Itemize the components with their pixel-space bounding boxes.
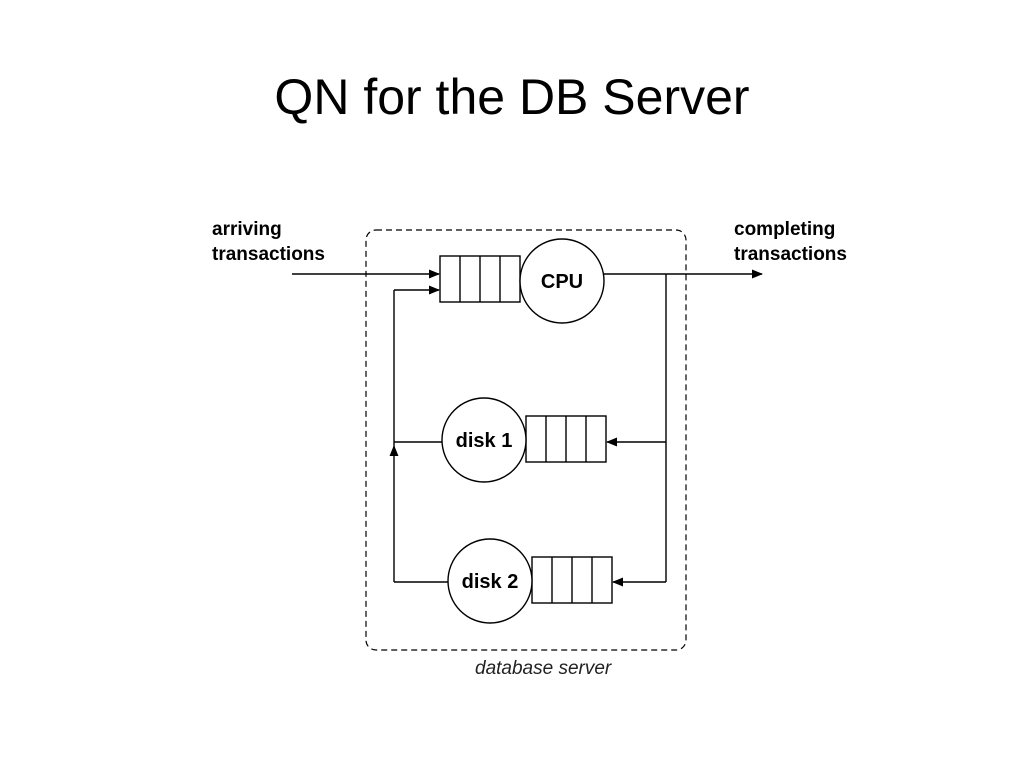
cpu-server <box>519 238 605 324</box>
input-label-line1: arriving <box>212 219 282 240</box>
cpu-label: CPU <box>541 271 583 293</box>
output-label-line1: completing <box>734 219 835 240</box>
disk1-queue <box>525 415 607 463</box>
input-label-line2: transactions <box>212 244 325 265</box>
cpu-queue <box>439 255 521 303</box>
disk2-queue <box>531 556 613 604</box>
database-server-boundary <box>365 229 687 651</box>
boundary-label: database server <box>475 658 612 679</box>
disk2-label: disk 2 <box>462 571 519 593</box>
output-label-line2: transactions <box>734 244 847 265</box>
slide-title: QN for the DB Server <box>274 69 750 125</box>
disk1-label: disk 1 <box>456 430 513 452</box>
disk1-server <box>441 397 527 483</box>
disk2-server <box>447 538 533 624</box>
